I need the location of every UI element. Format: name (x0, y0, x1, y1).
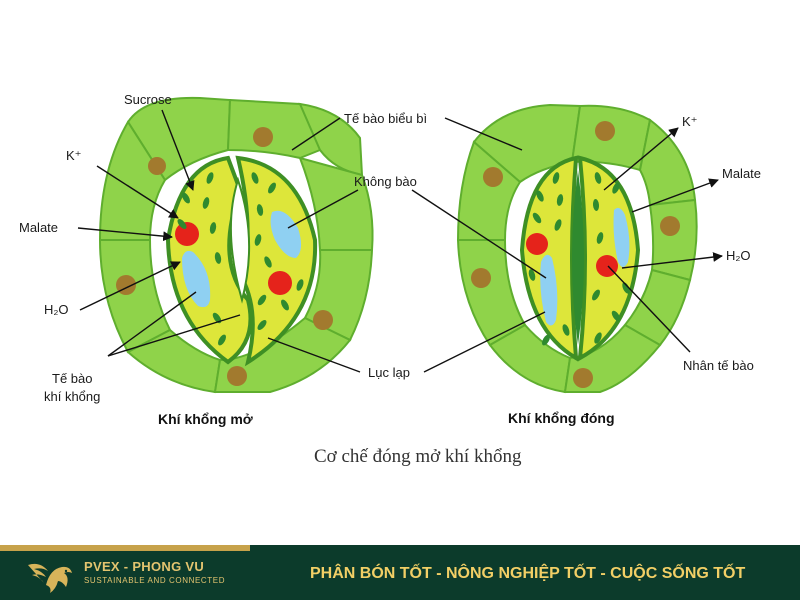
k-left-arrow (96, 165, 179, 219)
stomata-diagram: Sucrose K⁺ Malate H₂O Tế bào khí khổng T… (19, 92, 761, 467)
footer-gold-accent (0, 545, 250, 551)
open-epidermis-dots (116, 127, 333, 386)
nucleus-leader (607, 265, 691, 353)
h2o-right-arrow (621, 252, 723, 269)
caption-open: Khí khổng mở (158, 411, 253, 427)
brand-tagline: SUSTAINABLE AND CONNECTED (84, 576, 226, 585)
open-stoma (98, 96, 374, 394)
label-sucrose: Sucrose (124, 92, 172, 107)
epidermis-leader-left (291, 117, 341, 151)
label-guard-cell-line1: Tế bào (52, 371, 92, 386)
chloroplast-leader-right (423, 311, 546, 373)
label-epidermis: Tế bào biểu bì (344, 111, 427, 126)
open-stomatal-pore (229, 176, 251, 304)
label-vacuole: Không bào (354, 174, 417, 189)
guard-cell-leader-2 (107, 314, 241, 357)
open-vacuole-left (182, 250, 211, 308)
chloroplast-leader-left (267, 337, 361, 373)
footer-banner: PVEX - PHONG VU SUSTAINABLE AND CONNECTE… (0, 545, 800, 600)
open-nucleus-left (175, 222, 199, 246)
label-nucleus: Nhân tế bào (683, 358, 754, 373)
epidermis-leader-right (444, 117, 523, 151)
label-malate-right: Malate (722, 166, 761, 181)
closed-chloroplasts (528, 172, 630, 346)
closed-epidermis-dots (471, 121, 680, 388)
pegasus-logo-icon (28, 563, 72, 593)
h2o-left-arrow (79, 261, 181, 311)
label-h2o-right: H₂O (726, 248, 751, 263)
vacuole-leader-right (411, 189, 547, 279)
closed-nucleus-left (526, 233, 548, 255)
leader-lines (77, 109, 723, 373)
label-chloroplast: Lục lạp (368, 365, 410, 380)
closed-stomatal-pore (572, 170, 584, 345)
malate-left-arrow (77, 227, 173, 242)
caption-mechanism: Cơ chế đóng mở khí khổng (314, 446, 522, 467)
vacuole-leader-left (287, 189, 359, 229)
guard-cell-leader-1 (107, 291, 197, 357)
label-h2o-left: H₂O (44, 302, 69, 317)
closed-vacuole-left (540, 254, 558, 326)
label-k-left: K⁺ (66, 148, 82, 163)
label-guard-cell-line2: khí khổng (44, 389, 100, 404)
label-malate-left: Malate (19, 220, 58, 235)
malate-right-arrow (631, 178, 719, 213)
open-vacuole-right (270, 210, 302, 258)
caption-closed: Khí khổng đóng (508, 410, 615, 426)
label-k-right: K⁺ (682, 114, 698, 129)
sucrose-arrow (161, 109, 195, 191)
labels: Sucrose K⁺ Malate H₂O Tế bào khí khổng T… (19, 92, 761, 467)
open-guard-cell-left (165, 155, 253, 365)
closed-vacuole-right (613, 207, 630, 267)
open-nucleus-right (268, 271, 292, 295)
open-chloroplasts (177, 172, 304, 346)
closed-stoma (456, 103, 698, 394)
brand-name: PVEX - PHONG VU (84, 559, 205, 574)
footer-slogan: PHÂN BÓN TỐT - NÔNG NGHIỆP TỐT - CUỘC SỐ… (310, 565, 746, 582)
k-right-arrow (603, 127, 679, 191)
